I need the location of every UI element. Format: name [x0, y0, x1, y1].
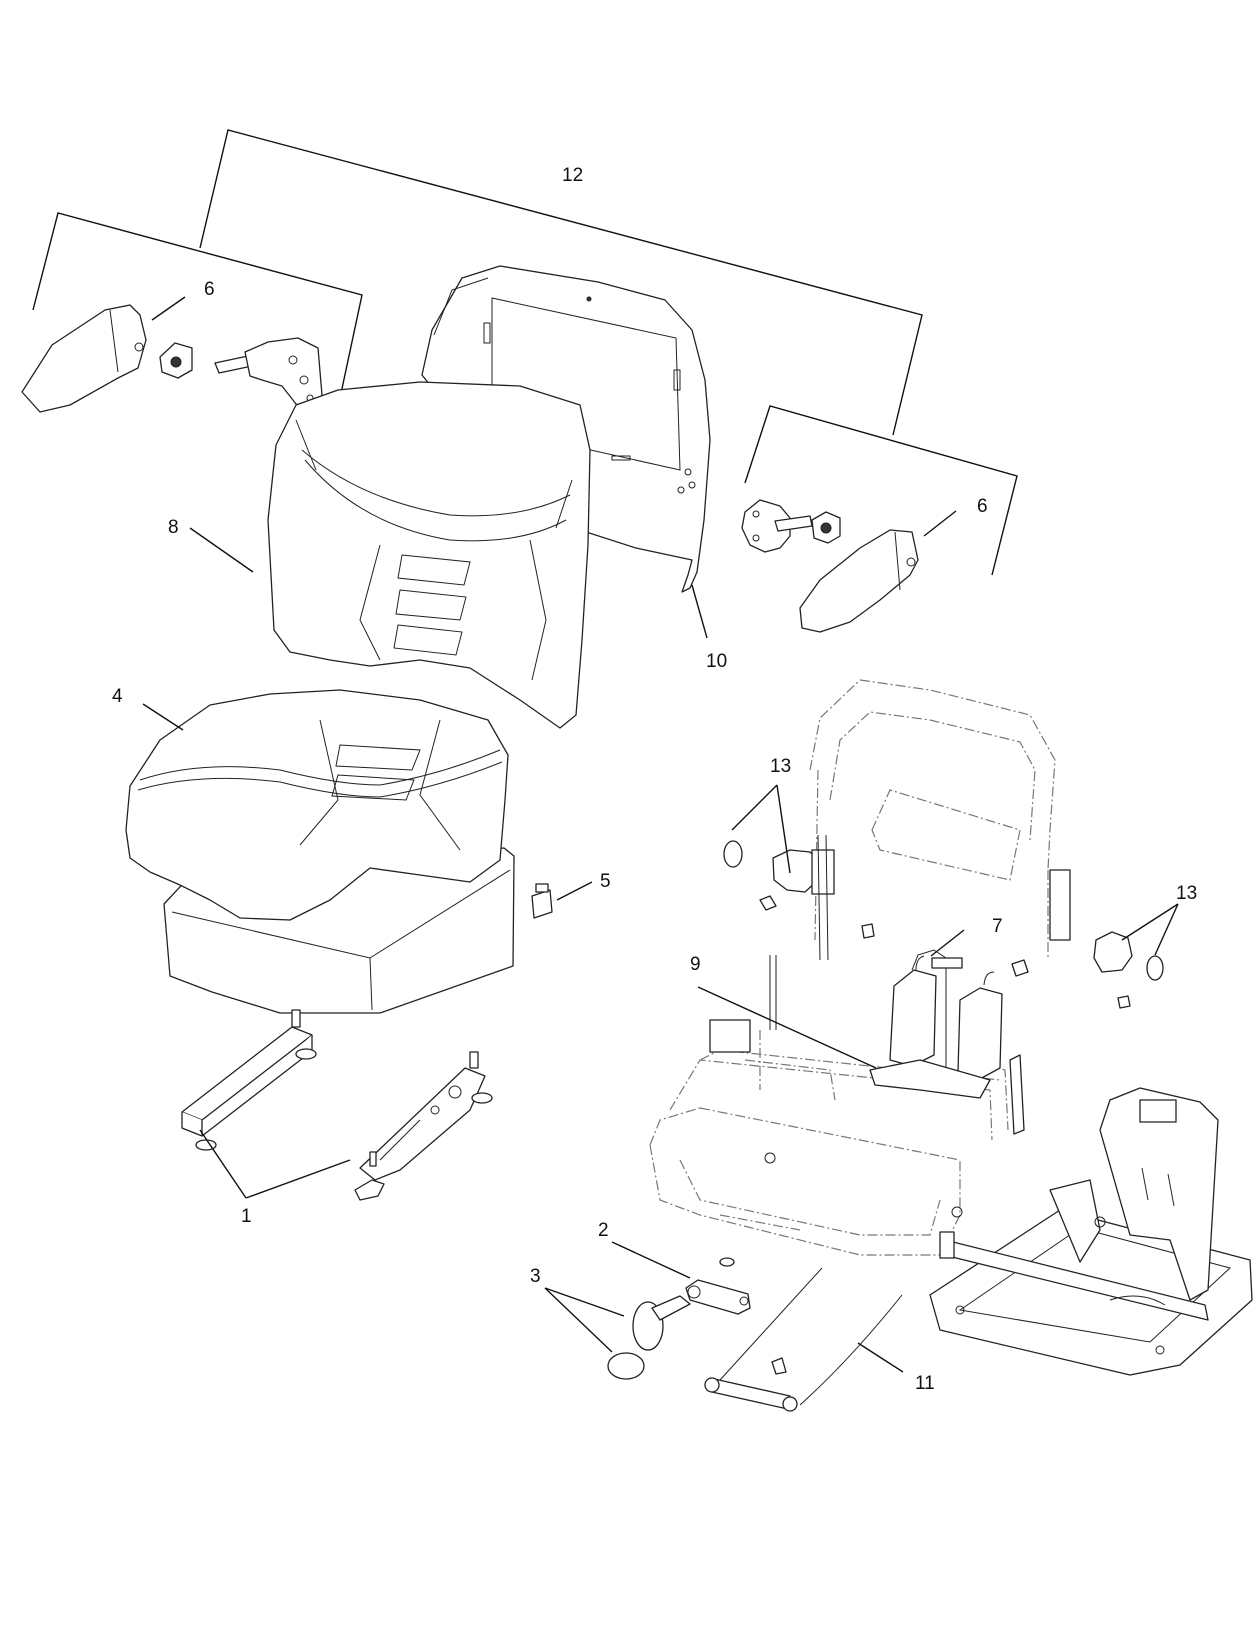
callout-13-left: 13	[770, 756, 791, 777]
suspension-frame-phantom	[649, 679, 1056, 1256]
callout-13-right: 13	[1176, 883, 1197, 904]
callout-10: 10	[706, 651, 727, 672]
pivot-bracket	[709, 955, 1025, 1135]
weight-adjust-knob	[607, 1295, 691, 1380]
seat-back-cushion	[267, 381, 591, 729]
release-cable-handle	[704, 1267, 903, 1412]
right-armrest-assembly	[741, 499, 919, 633]
damper-assembly	[889, 949, 1003, 1081]
left-armrest-assembly	[21, 304, 323, 413]
callout-2: 2	[598, 1220, 609, 1241]
seat-bottom-cushion	[125, 689, 515, 1014]
callout-labels: 1 2 3 4 5 6 6 7 8 9 10 11 12 13 13	[112, 165, 1197, 1394]
back-adjuster-right	[1011, 869, 1164, 1009]
leader-lines	[142, 296, 1179, 1373]
callout-3: 3	[530, 1266, 541, 1287]
weight-adjust-link	[685, 1257, 751, 1315]
callout-6-right: 6	[977, 496, 988, 517]
callout-7: 7	[992, 916, 1003, 937]
back-adjuster-left	[723, 834, 875, 961]
callout-1: 1	[241, 1206, 252, 1227]
callout-5: 5	[600, 871, 611, 892]
seat-slide-rails	[181, 1009, 493, 1201]
kit-boundary-12	[32, 129, 1018, 576]
callout-12: 12	[562, 165, 583, 186]
callout-9: 9	[690, 954, 701, 975]
callout-4: 4	[112, 686, 123, 707]
seat-switch	[531, 883, 553, 919]
callout-8: 8	[168, 517, 179, 538]
callout-6-left: 6	[204, 279, 215, 300]
callout-11: 11	[915, 1373, 935, 1394]
suspension-base	[929, 1087, 1253, 1376]
